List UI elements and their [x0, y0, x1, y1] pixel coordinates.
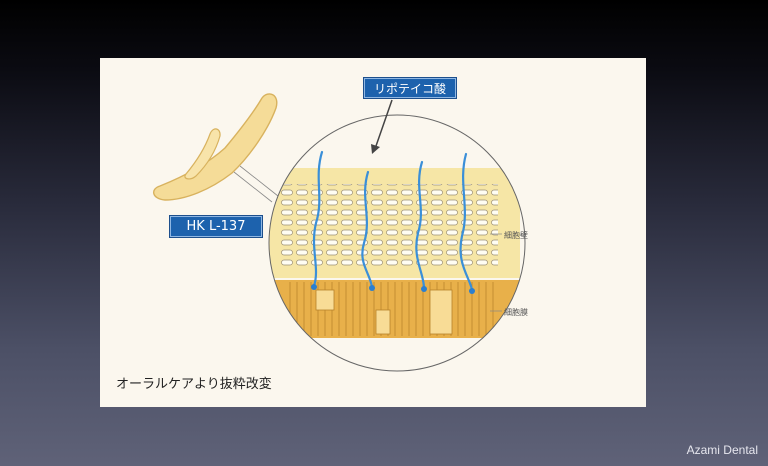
magnified-view [269, 168, 520, 338]
source-note: オーラルケアより抜粋改変 [116, 377, 272, 392]
pointer-arrow [375, 99, 393, 147]
cell-membrane-label: 細胞膜 [504, 308, 528, 317]
lipoteichoic-acid-label: リポテイコ酸 [364, 78, 456, 98]
cell-wall-cells [280, 184, 498, 268]
membrane-protein-3 [429, 289, 453, 335]
lipoteichoic-fibers [312, 150, 474, 292]
cell-wall-diagram [153, 93, 526, 372]
zoom-line-lower [233, 171, 273, 203]
membrane-protein-1 [315, 289, 335, 311]
zoom-line-upper [239, 165, 279, 197]
author-credit: Azami Dental [686, 443, 758, 457]
bacterium-segment [184, 128, 221, 180]
strain-label: HK L-137 [170, 216, 262, 237]
bacterium-body [153, 93, 278, 201]
membrane-protein-2 [375, 309, 391, 335]
fiber-anchor-dots [311, 284, 475, 294]
pointer-arrowhead [371, 144, 380, 154]
cell-wall-label: 細胞壁 [504, 231, 528, 240]
magnification-circle [268, 114, 526, 372]
slide-panel: リポテイコ酸 HK L-137 細胞壁 細胞膜 オーラルケアより抜粋改変 [100, 58, 646, 407]
